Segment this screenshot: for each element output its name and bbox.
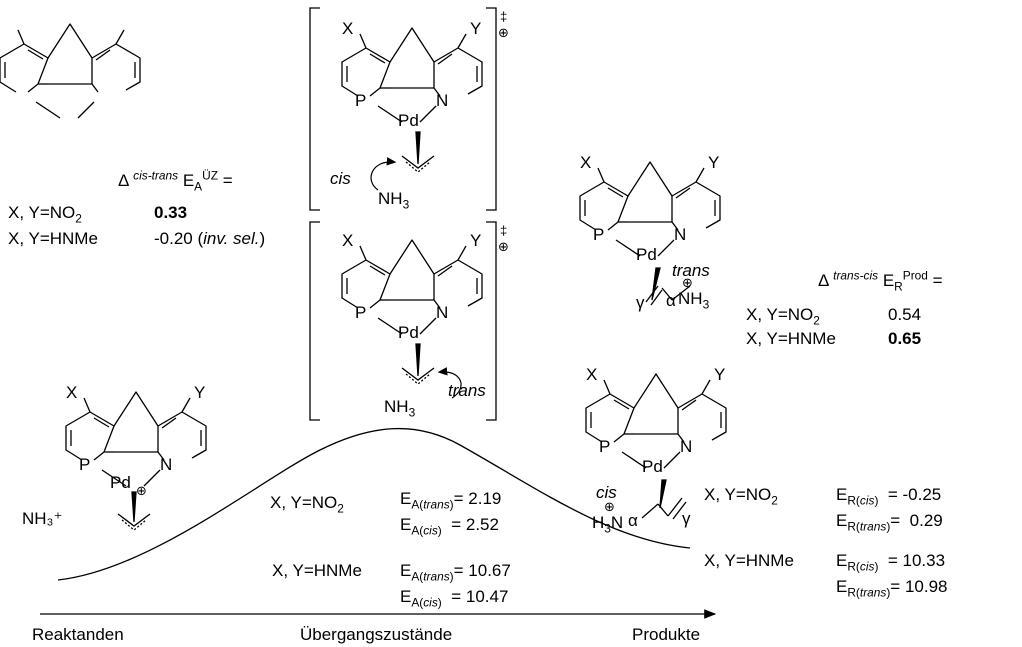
prod-energy-2-trans: ER(trans)= 10.98	[836, 577, 948, 600]
ts-trans-charge: ⊕	[498, 239, 509, 254]
prod-cis-nh3-charge: ⊕	[604, 499, 615, 514]
ts-cis-pd-label: Pd	[398, 111, 419, 130]
prod-trans-gamma: γ	[636, 293, 645, 312]
ts-cis-p-label: P	[355, 91, 367, 110]
ts-trans-allyl	[401, 343, 435, 385]
ts-energy-2-cis: EA(cis) = 10.47	[400, 587, 509, 610]
prod-cis-gamma: γ	[682, 509, 691, 528]
ts-trans-p-label: P	[355, 303, 367, 322]
ts-energy-2-trans: EA(trans)= 10.67	[400, 561, 511, 584]
delta-prod-row-1-label: X, Y=NO2	[746, 305, 820, 328]
ts-energy-1-trans: EA(trans)= 2.19	[400, 489, 502, 512]
prod-trans-x-label: X	[580, 153, 592, 172]
prod-energy-2-cis: ER(cis) = 10.33	[836, 551, 946, 574]
prod-trans-nh3: NH3	[678, 289, 710, 312]
product-trans-allyl	[645, 267, 691, 306]
ts-trans-dagger: ‡	[500, 223, 508, 238]
prod-trans-y-label: Y	[708, 153, 720, 172]
prod-cis-y-label: Y	[714, 365, 726, 384]
delta-ts-row-1-label: X, Y=NO2	[8, 203, 82, 226]
axis-label-reactants: Reaktanden	[32, 625, 124, 644]
ts-trans-n-label: N	[436, 303, 449, 322]
reactant-y-label: Y	[194, 383, 206, 402]
prod-trans-label: trans	[672, 261, 710, 280]
reactant-allyl	[117, 491, 151, 531]
ts-cis-allyl	[401, 131, 435, 173]
prod-cis-x-label: X	[586, 365, 598, 384]
delta-ts-row-2-value: -0.20 (inv. sel.)	[154, 229, 266, 248]
axis-label-products: Produkte	[632, 625, 701, 644]
ts-energy-1-cis: EA(cis) = 2.52	[400, 515, 499, 538]
ts-cis-x-label: X	[342, 19, 354, 38]
ts-trans-nh3: NH3	[384, 397, 416, 420]
prod-cis-label: cis	[596, 483, 617, 502]
reactant-pd-label: Pd	[110, 473, 131, 492]
ts-cis-n-label: N	[436, 91, 449, 110]
reactant-charge: ⊕	[136, 483, 147, 498]
ts-trans-brackets	[309, 221, 497, 421]
delta-prod-row-2-label: X, Y=HNMe	[746, 329, 836, 348]
prod-trans-p-label: P	[593, 225, 605, 244]
reactant-nh3-plus: NH₃⁺	[22, 509, 63, 528]
ts-cis-brackets	[309, 7, 497, 211]
prod-energy-1-trans: ER(trans)= 0.29	[836, 511, 943, 534]
prod-trans-nh3-charge: ⊕	[682, 275, 693, 290]
prod-energy-1-cis: ER(cis) = -0.25	[836, 485, 942, 508]
ts-cis-nh3: NH3	[378, 189, 410, 212]
ts-cis-dagger: ‡	[500, 9, 508, 24]
delta-prod-row-1-value: 0.54	[888, 305, 922, 324]
prod-trans-pd-label: Pd	[636, 245, 657, 264]
product-cis-allyl	[641, 479, 687, 520]
reactant-x-label: X	[66, 383, 78, 402]
delta-ts-row-2-label: X, Y=HNMe	[8, 229, 98, 248]
axis-label-transition-states: Übergangszustände	[300, 625, 453, 644]
prod-cis-nh3: H3N	[592, 513, 624, 536]
reactant-n-label: N	[160, 455, 173, 474]
delta-ts-row-1-value: 0.33	[154, 203, 188, 222]
pd-phosphinine-pyridine-complex	[0, 23, 141, 119]
prod-cis-n-label: N	[680, 437, 693, 456]
trans-attack-arrow	[437, 367, 462, 399]
delta-prod-row-2-value: 0.65	[888, 329, 922, 348]
prod-cis-p-label: P	[599, 437, 611, 456]
cis-attack-arrow	[370, 157, 397, 191]
ts-trans-pd-label: Pd	[398, 323, 419, 342]
ts-cis-label: cis	[330, 169, 351, 188]
delta-ts-heading: Δ cis-trans EAÜZ =	[118, 168, 233, 194]
ts-trans-y-label: Y	[470, 231, 482, 250]
ts-cis-y-label: Y	[470, 19, 482, 38]
delta-prod-heading: Δ trans-cis ERProd =	[818, 268, 943, 294]
reactant-p-label: P	[79, 455, 91, 474]
prod-cis-alpha: α	[628, 511, 638, 530]
prod-trans-alpha: α	[666, 291, 676, 310]
ts-cis-charge: ⊕	[498, 25, 509, 40]
prod-energy-group-2-label: X, Y=HNMe	[704, 551, 794, 570]
prod-energy-group-1-label: X, Y=NO2	[704, 485, 778, 508]
ts-trans-x-label: X	[342, 231, 354, 250]
prod-trans-n-label: N	[674, 225, 687, 244]
ts-energy-group-2-label: X, Y=HNMe	[272, 561, 362, 580]
ts-trans-label: trans	[448, 381, 486, 400]
prod-cis-pd-label: Pd	[642, 457, 663, 476]
energy-profile-curve	[57, 427, 691, 581]
ts-energy-group-1-label: X, Y=NO2	[270, 493, 344, 516]
